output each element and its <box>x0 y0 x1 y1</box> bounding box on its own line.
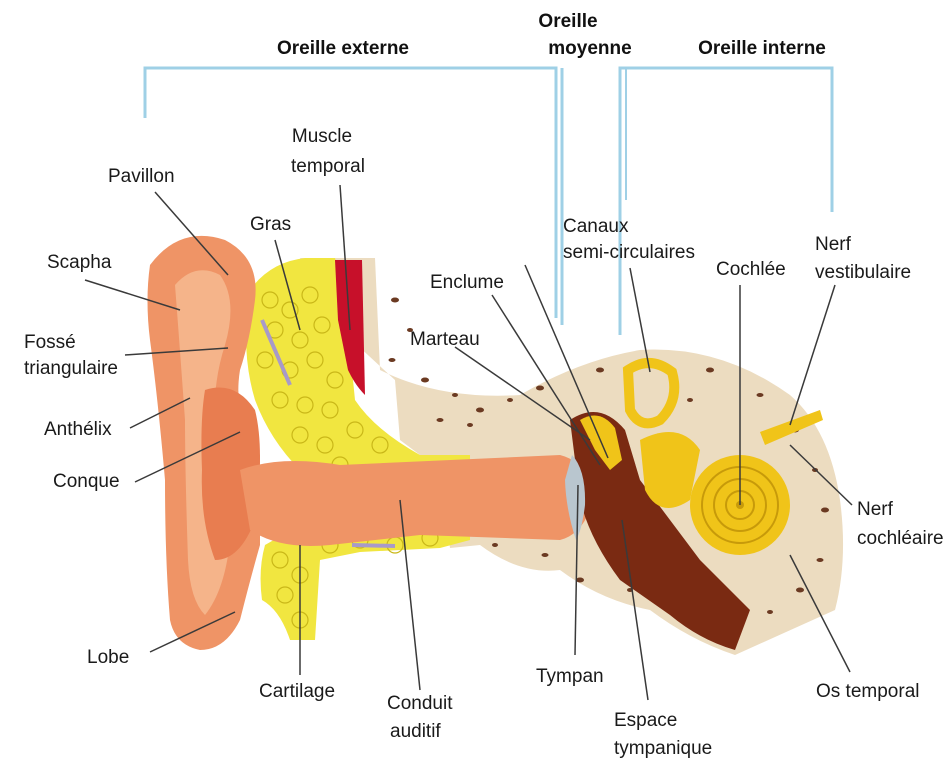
label-nerf-cochleaire-l1: Nerf <box>857 499 894 520</box>
label-pavillon: Pavillon <box>108 166 175 187</box>
label-marteau: Marteau <box>410 329 480 350</box>
label-nerf-cochleaire-l2: cochléaire <box>857 528 944 549</box>
label-lobe: Lobe <box>87 647 129 668</box>
label-scapha: Scapha <box>47 252 112 273</box>
label-conduit-l1: Conduit <box>387 693 453 714</box>
label-canaux-l1: Canaux <box>563 216 629 237</box>
region-middle-ear-line1: Oreille <box>538 11 597 32</box>
label-cochlee: Cochlée <box>716 259 786 280</box>
label-conque: Conque <box>53 471 120 492</box>
label-tympan: Tympan <box>536 666 604 687</box>
label-nerf-vestibulaire-l2: vestibulaire <box>815 262 911 283</box>
label-anthelix: Anthélix <box>44 419 112 440</box>
label-espace-l2: tympanique <box>614 738 712 759</box>
cartilage-strip-3 <box>352 545 395 546</box>
label-fosse-l2: triangulaire <box>24 358 118 379</box>
region-outer-ear: Oreille externe <box>277 38 409 59</box>
inner-ear-bracket <box>620 68 832 335</box>
label-os-temporal: Os temporal <box>816 681 919 702</box>
label-cartilage: Cartilage <box>259 681 335 702</box>
region-middle-ear-line2: moyenne <box>548 38 631 59</box>
label-enclume: Enclume <box>430 272 504 293</box>
label-espace-l1: Espace <box>614 710 677 731</box>
label-fosse-l1: Fossé <box>24 332 76 353</box>
region-inner-ear: Oreille interne <box>698 38 826 59</box>
label-gras: Gras <box>250 214 291 235</box>
ear-canal <box>240 455 590 546</box>
label-nerf-vestibulaire-l1: Nerf <box>815 234 852 255</box>
label-muscle-temporal-l2: temporal <box>291 156 365 177</box>
label-canaux-l2: semi-circulaires <box>563 242 695 263</box>
label-conduit-l2: auditif <box>390 721 441 742</box>
label-muscle-temporal-l1: Muscle <box>292 126 352 147</box>
